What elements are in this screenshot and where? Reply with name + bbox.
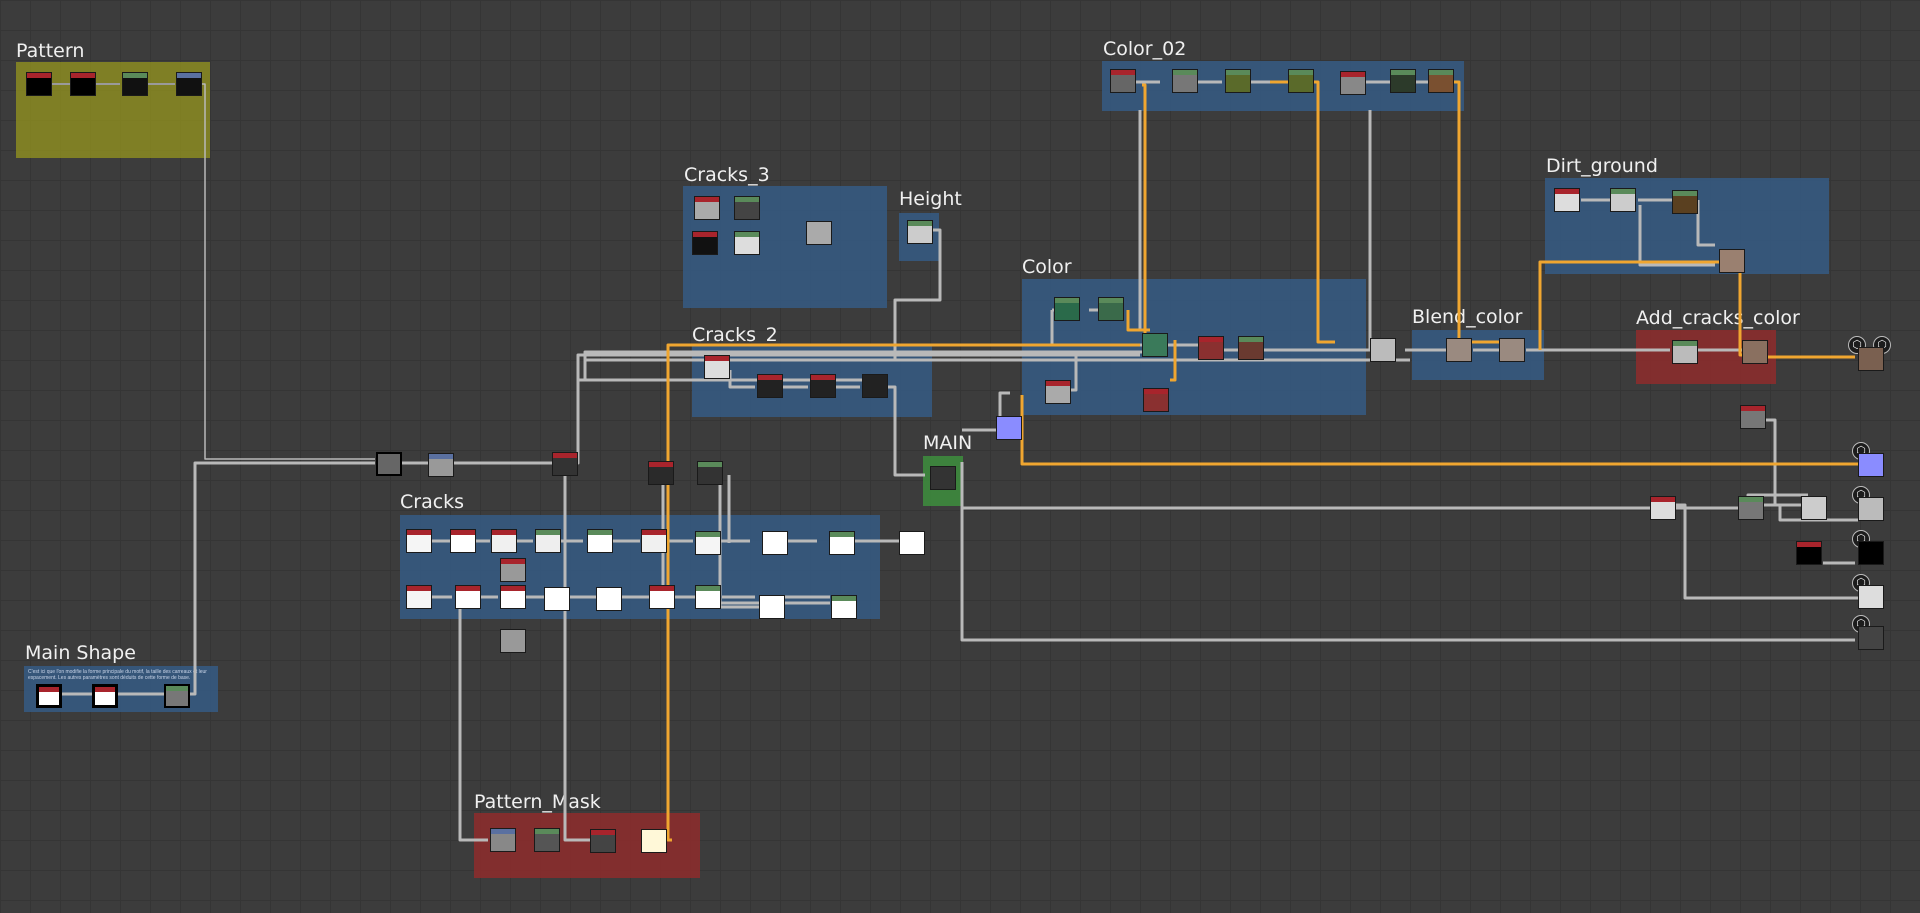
node-add-cracks-1[interactable] (1672, 340, 1698, 364)
node-output-height[interactable] (1858, 626, 1884, 650)
frame-title-cracks: Cracks (400, 491, 465, 513)
node-cracks3-4[interactable] (734, 231, 760, 255)
node-cracks-r1-8[interactable] (762, 531, 788, 555)
node-color02-2[interactable] (1172, 69, 1198, 93)
frame-title-pattern-mask: Pattern_Mask (474, 791, 601, 813)
node-chain-1[interactable] (376, 452, 402, 476)
node-color02-3[interactable] (1225, 69, 1251, 93)
node-cracks-r1-1[interactable] (406, 529, 432, 553)
node-color02-6[interactable] (1390, 69, 1416, 93)
node-blue-input[interactable] (996, 416, 1022, 440)
node-cracks3-2[interactable] (734, 196, 760, 220)
node-color-4[interactable] (1198, 336, 1224, 360)
node-cracks-r2-8[interactable] (759, 595, 785, 619)
node-side-5[interactable] (1796, 541, 1822, 565)
node-color-7[interactable] (1143, 388, 1169, 412)
node-cracks-r1-5[interactable] (587, 529, 613, 553)
node-cracks-r2-9[interactable] (831, 595, 857, 619)
node-cracks-r2-3[interactable] (500, 585, 526, 609)
node-side-2[interactable] (1650, 496, 1676, 520)
node-pattern-2[interactable] (70, 72, 96, 96)
node-cracks-r2-1[interactable] (406, 585, 432, 609)
node-color02-5[interactable] (1340, 71, 1366, 95)
frame-title-add-cracks-color: Add_cracks_color (1636, 307, 1800, 329)
frame-title-pattern: Pattern (16, 40, 85, 62)
node-cracks-r1-2[interactable] (450, 529, 476, 553)
node-cracks2-1[interactable] (704, 355, 730, 379)
node-output-normal[interactable] (1858, 453, 1884, 477)
node-color02-1[interactable] (1110, 69, 1136, 93)
node-pattern-mask-2[interactable] (534, 828, 560, 852)
frame-title-color-02: Color_02 (1103, 38, 1187, 60)
node-blend-3[interactable] (1499, 338, 1525, 362)
frame-title-dirt-ground: Dirt_ground (1546, 155, 1658, 177)
frame-title-color: Color (1022, 256, 1072, 278)
node-color02-4[interactable] (1288, 69, 1314, 93)
node-chain-2[interactable] (428, 453, 454, 477)
node-pattern-1[interactable] (26, 72, 52, 96)
node-main-shape-3[interactable] (164, 684, 190, 708)
frame-title-cracks-2: Cracks_2 (692, 324, 778, 346)
node-main-shape-2[interactable] (92, 684, 118, 708)
node-dirt-1[interactable] (1554, 188, 1580, 212)
node-color-2[interactable] (1098, 297, 1124, 321)
node-side-3[interactable] (1738, 496, 1764, 520)
node-cracks-r2-5[interactable] (596, 587, 622, 611)
node-main-shape-1[interactable] (36, 684, 62, 708)
node-cracks-r2-6[interactable] (649, 585, 675, 609)
node-output-basecolor[interactable] (1858, 347, 1884, 371)
node-pattern-mask-3[interactable] (590, 829, 616, 853)
node-cracks-r1-4[interactable] (535, 529, 561, 553)
node-cracks-r1-7[interactable] (695, 531, 721, 555)
frame-title-height: Height (899, 188, 962, 210)
node-cracks3-1[interactable] (694, 196, 720, 220)
node-cracks-r1-9[interactable] (829, 531, 855, 555)
node-main-output[interactable] (930, 466, 956, 490)
node-blend-1[interactable] (1370, 338, 1396, 362)
node-color-1[interactable] (1054, 297, 1080, 321)
node-color-5[interactable] (1238, 336, 1264, 360)
node-color02-7[interactable] (1428, 69, 1454, 93)
frame-comment-main-shape: C'est ici que l'on modifie la forme prin… (28, 669, 207, 681)
node-dirt-2[interactable] (1610, 188, 1636, 212)
node-output-roughness[interactable] (1858, 497, 1884, 521)
node-chain-3[interactable] (552, 452, 578, 476)
node-cracks-r1-6[interactable] (641, 529, 667, 553)
node-cracks-r2-2[interactable] (455, 585, 481, 609)
node-cracks-r1-10[interactable] (899, 531, 925, 555)
node-cracks-r2-7[interactable] (695, 585, 721, 609)
node-dirt-3[interactable] (1672, 190, 1698, 214)
node-cracks-r2-4[interactable] (544, 587, 570, 611)
node-cracks2-4[interactable] (862, 374, 888, 398)
node-cracks-r1-3[interactable] (491, 529, 517, 553)
frame-title-main-shape: Main Shape (25, 642, 136, 664)
node-blend-2[interactable] (1446, 338, 1472, 362)
node-side-1[interactable] (1740, 405, 1766, 429)
node-pattern-3[interactable] (122, 72, 148, 96)
frame-title-cracks-3: Cracks_3 (684, 164, 770, 186)
frame-title-blend-color: Blend_color (1412, 306, 1523, 328)
node-color-6[interactable] (1045, 380, 1071, 404)
node-output-metallic[interactable] (1858, 541, 1884, 565)
node-side-4[interactable] (1801, 496, 1827, 520)
node-output-ao[interactable] (1858, 585, 1884, 609)
node-chain-4[interactable] (648, 461, 674, 485)
node-pattern-mask-4[interactable] (641, 829, 667, 853)
frame-title-main: MAIN (923, 432, 973, 454)
node-cracks-mid[interactable] (500, 558, 526, 582)
node-cracks-low[interactable] (500, 629, 526, 653)
node-cracks3-5[interactable] (806, 221, 832, 245)
node-color-3[interactable] (1142, 333, 1168, 357)
node-pattern-4[interactable] (176, 72, 202, 96)
node-cracks2-3[interactable] (810, 374, 836, 398)
node-chain-5[interactable] (697, 461, 723, 485)
node-height[interactable] (907, 220, 933, 244)
node-dirt-4[interactable] (1719, 249, 1745, 273)
node-pattern-mask-1[interactable] (490, 828, 516, 852)
node-cracks3-3[interactable] (692, 231, 718, 255)
node-cracks2-2[interactable] (757, 374, 783, 398)
node-add-cracks-2[interactable] (1742, 340, 1768, 364)
